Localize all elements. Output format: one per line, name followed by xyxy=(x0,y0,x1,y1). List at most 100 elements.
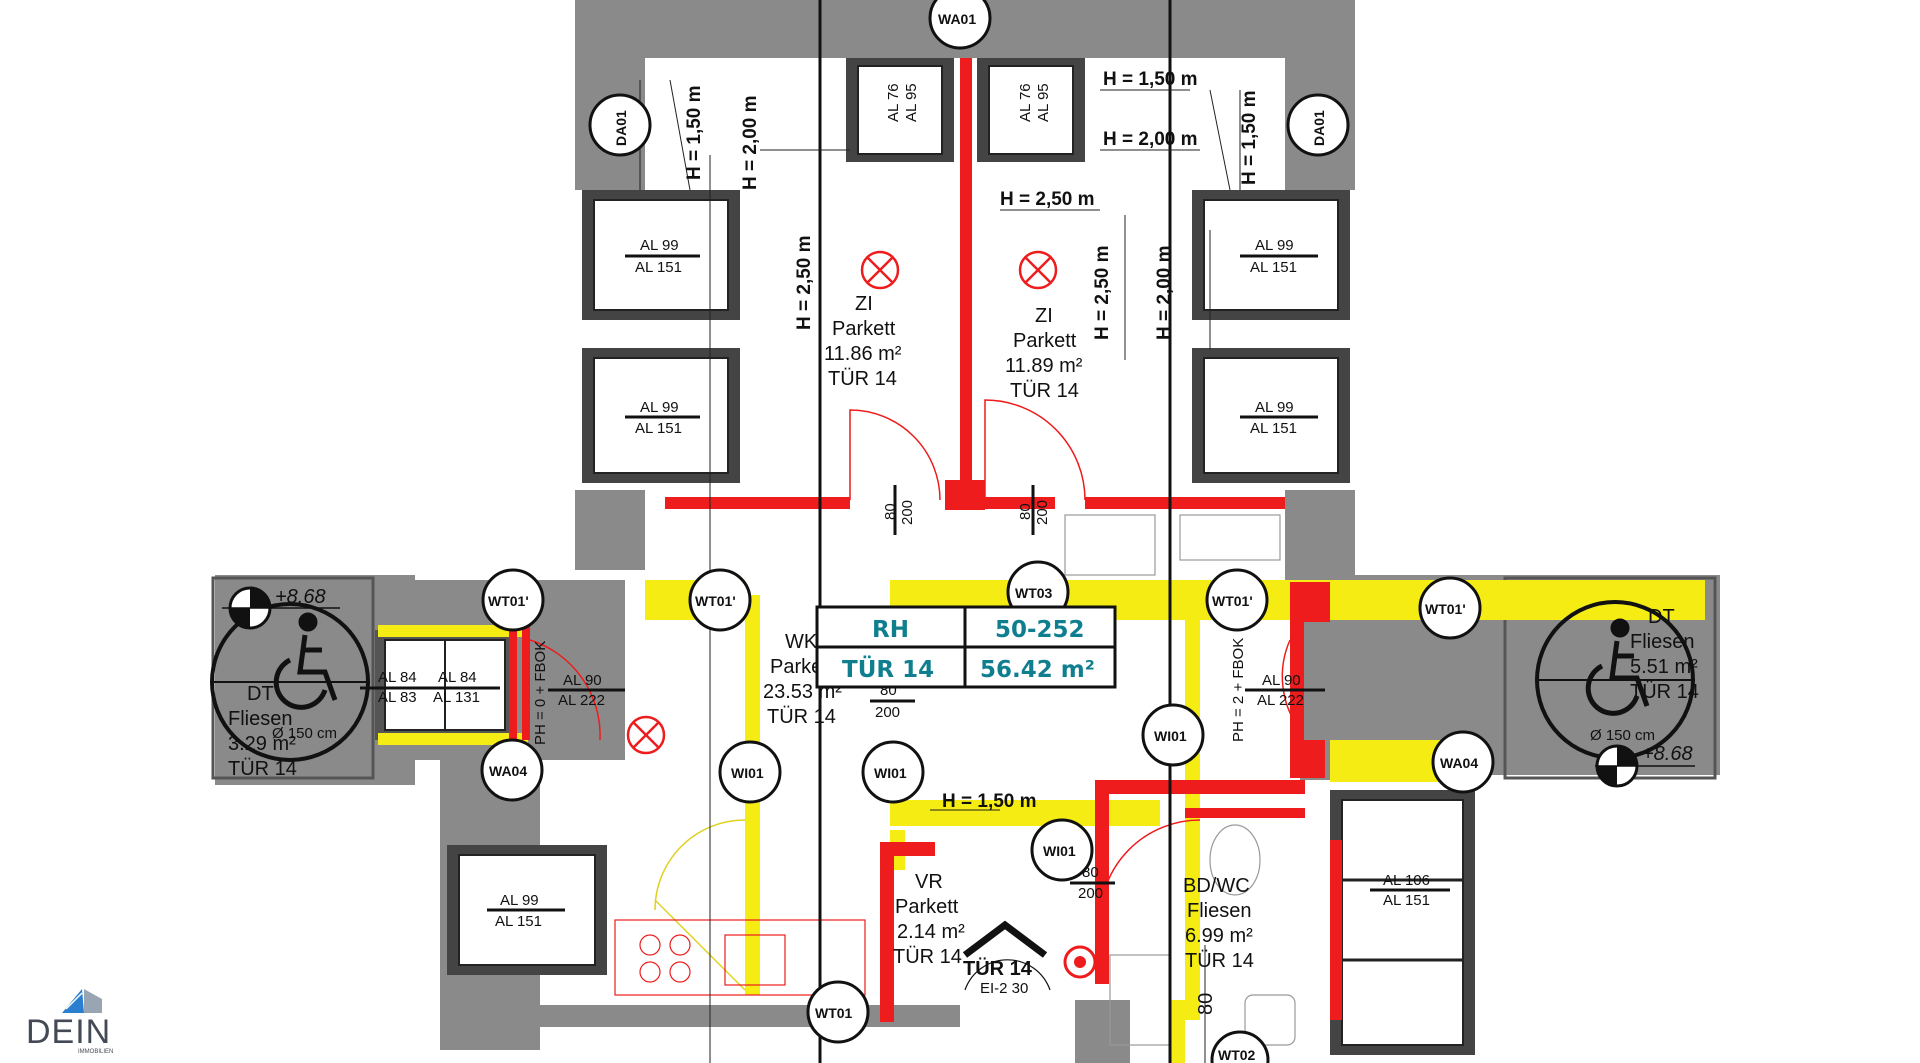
svg-text:DA01: DA01 xyxy=(613,110,629,146)
svg-text:WT03: WT03 xyxy=(1015,585,1053,601)
elevation-label: +8.68 xyxy=(275,586,326,608)
element-tags: WA01 DA01 DA01 WT01' WT01' WT03 WT01' WT… xyxy=(480,0,1495,1063)
window-label: AL 222 xyxy=(558,692,605,709)
tag-wa04: WA04 xyxy=(480,738,544,802)
elevation-marker-left: +8.68 xyxy=(222,586,340,630)
room-area: 3.29 m² xyxy=(228,733,296,755)
room-area: 6.99 m² xyxy=(1185,925,1253,947)
svg-text:WT01': WT01' xyxy=(488,593,529,609)
height-label: H = 1,50 m xyxy=(684,85,705,180)
window-units xyxy=(375,58,1475,1055)
wheelchair-icon xyxy=(1585,618,1650,716)
yellow-door-swing xyxy=(654,819,746,991)
window-label: AL 90 xyxy=(563,672,602,689)
window-label: AL 151 xyxy=(635,420,682,437)
room-floor: Parkett xyxy=(895,896,959,918)
elevation-label: +8.68 xyxy=(1642,743,1693,765)
height-label: H = 1,50 m xyxy=(942,791,1037,812)
room-name: DT xyxy=(1648,606,1675,628)
light-fixtures xyxy=(626,250,1058,755)
tag-wi01: WI01 xyxy=(718,740,782,804)
logo-brand: DEIN xyxy=(26,1013,112,1051)
svg-text:WA04: WA04 xyxy=(1440,755,1478,771)
height-annotations: H = 1,50 m H = 2,00 m H = 2,50 m H = 1,5… xyxy=(684,69,1260,812)
turning-radius: Ø 150 cm xyxy=(1590,727,1655,744)
window-label: AL 99 xyxy=(640,399,679,416)
svg-text:WA04: WA04 xyxy=(489,763,527,779)
room-floor: Fliesen xyxy=(1630,631,1694,653)
door-height: 200 xyxy=(899,500,916,525)
window-label: AL 76 xyxy=(885,83,902,122)
room-vr: VR Parkett 2.14 m² TÜR 14 xyxy=(893,871,965,968)
window-label: AL 151 xyxy=(1383,892,1430,909)
height-label: H = 2,00 m xyxy=(740,95,761,190)
window-label: AL 151 xyxy=(1250,259,1297,276)
tag-wa01: WA01 xyxy=(928,0,992,50)
title-door: TÜR 14 xyxy=(842,655,934,683)
parapet-label: PH = 2 + FBOK xyxy=(1230,638,1247,742)
elevation-marker-right: +8.68 xyxy=(1595,743,1695,788)
turning-radius: Ø 150 cm xyxy=(272,725,337,742)
room-name: VR xyxy=(915,871,943,893)
svg-text:WT01': WT01' xyxy=(695,593,736,609)
door-width: 80 xyxy=(1195,993,1217,1015)
room-zi-left: ZI Parkett 11.86 m² TÜR 14 xyxy=(824,293,902,390)
room-name: ZI xyxy=(855,293,873,315)
room-area: 2.14 m² xyxy=(897,921,965,943)
room-zi-right: ZI Parkett 11.89 m² TÜR 14 xyxy=(1005,305,1083,402)
room-area: 5.51 m² xyxy=(1630,656,1698,678)
window-label: AL 83 xyxy=(378,689,417,706)
window-label: AL 151 xyxy=(495,913,542,930)
svg-text:DA01: DA01 xyxy=(1311,110,1327,146)
room-door: TÜR 14 xyxy=(767,706,836,728)
window-label: AL 99 xyxy=(500,892,539,909)
tag-wi01: WI01 xyxy=(861,740,925,804)
room-door: TÜR 14 xyxy=(1010,380,1079,402)
door-swings xyxy=(529,399,1301,921)
svg-text:WI01: WI01 xyxy=(874,765,907,781)
height-label: H = 2,50 m xyxy=(1000,189,1095,210)
svg-text:WT01': WT01' xyxy=(1425,601,1466,617)
door-height: 200 xyxy=(875,704,900,721)
title-rh: RH xyxy=(872,617,909,643)
height-label: H = 2,00 m xyxy=(1154,245,1175,340)
parapet-label: PH = 0 + FBOK xyxy=(532,641,549,745)
title-area: 56.42 m² xyxy=(980,657,1095,683)
height-label: H = 2,50 m xyxy=(1092,245,1113,340)
window-label: AL 151 xyxy=(1250,420,1297,437)
tag-wt01p: WT01' xyxy=(481,568,545,632)
window-labels: AL 76 AL 95 AL 76 AL 95 AL 99 AL 151 AL … xyxy=(360,83,1450,930)
room-area: 11.89 m² xyxy=(1005,355,1083,377)
tag-wt01: WT01 xyxy=(806,980,870,1044)
height-label: H = 1,50 m xyxy=(1239,90,1260,185)
tag-da01: DA01 xyxy=(588,93,652,157)
light-icon xyxy=(860,250,900,290)
svg-text:WI01: WI01 xyxy=(1043,843,1076,859)
window-label: AL 99 xyxy=(1255,237,1294,254)
svg-text:WI01: WI01 xyxy=(731,765,764,781)
room-dt-right: DT Fliesen 5.51 m² TÜR 14 Ø 150 cm xyxy=(1590,606,1699,744)
entrance-door-label: TÜR 14 xyxy=(963,957,1033,980)
tag-wt02: WT02 xyxy=(1210,1030,1270,1063)
window-label: AL 106 xyxy=(1383,872,1430,889)
tag-wt01p: WT01' xyxy=(1205,568,1269,632)
window-label: AL 99 xyxy=(1255,399,1294,416)
window-label: AL 99 xyxy=(640,237,679,254)
axis-lines xyxy=(818,0,1172,1063)
svg-text:WI01: WI01 xyxy=(1154,728,1187,744)
window-label: AL 84 xyxy=(438,669,477,686)
entrance-door-rating: EI-2 30 xyxy=(980,980,1028,997)
room-name: ZI xyxy=(1035,305,1053,327)
svg-text:WT02: WT02 xyxy=(1218,1047,1256,1063)
room-door: TÜR 14 xyxy=(828,368,897,390)
window-label: AL 95 xyxy=(903,83,920,122)
room-bdwc: BD/WC Fliesen 6.99 m² TÜR 14 xyxy=(1183,875,1254,972)
door-height: 200 xyxy=(1078,885,1103,902)
room-floor: Fliesen xyxy=(228,708,292,730)
tag-wi01: WI01 xyxy=(1141,703,1205,767)
light-icon xyxy=(626,715,666,755)
window-label: AL 151 xyxy=(635,259,682,276)
window-label: AL 84 xyxy=(378,669,417,686)
room-name: DT xyxy=(247,683,274,705)
